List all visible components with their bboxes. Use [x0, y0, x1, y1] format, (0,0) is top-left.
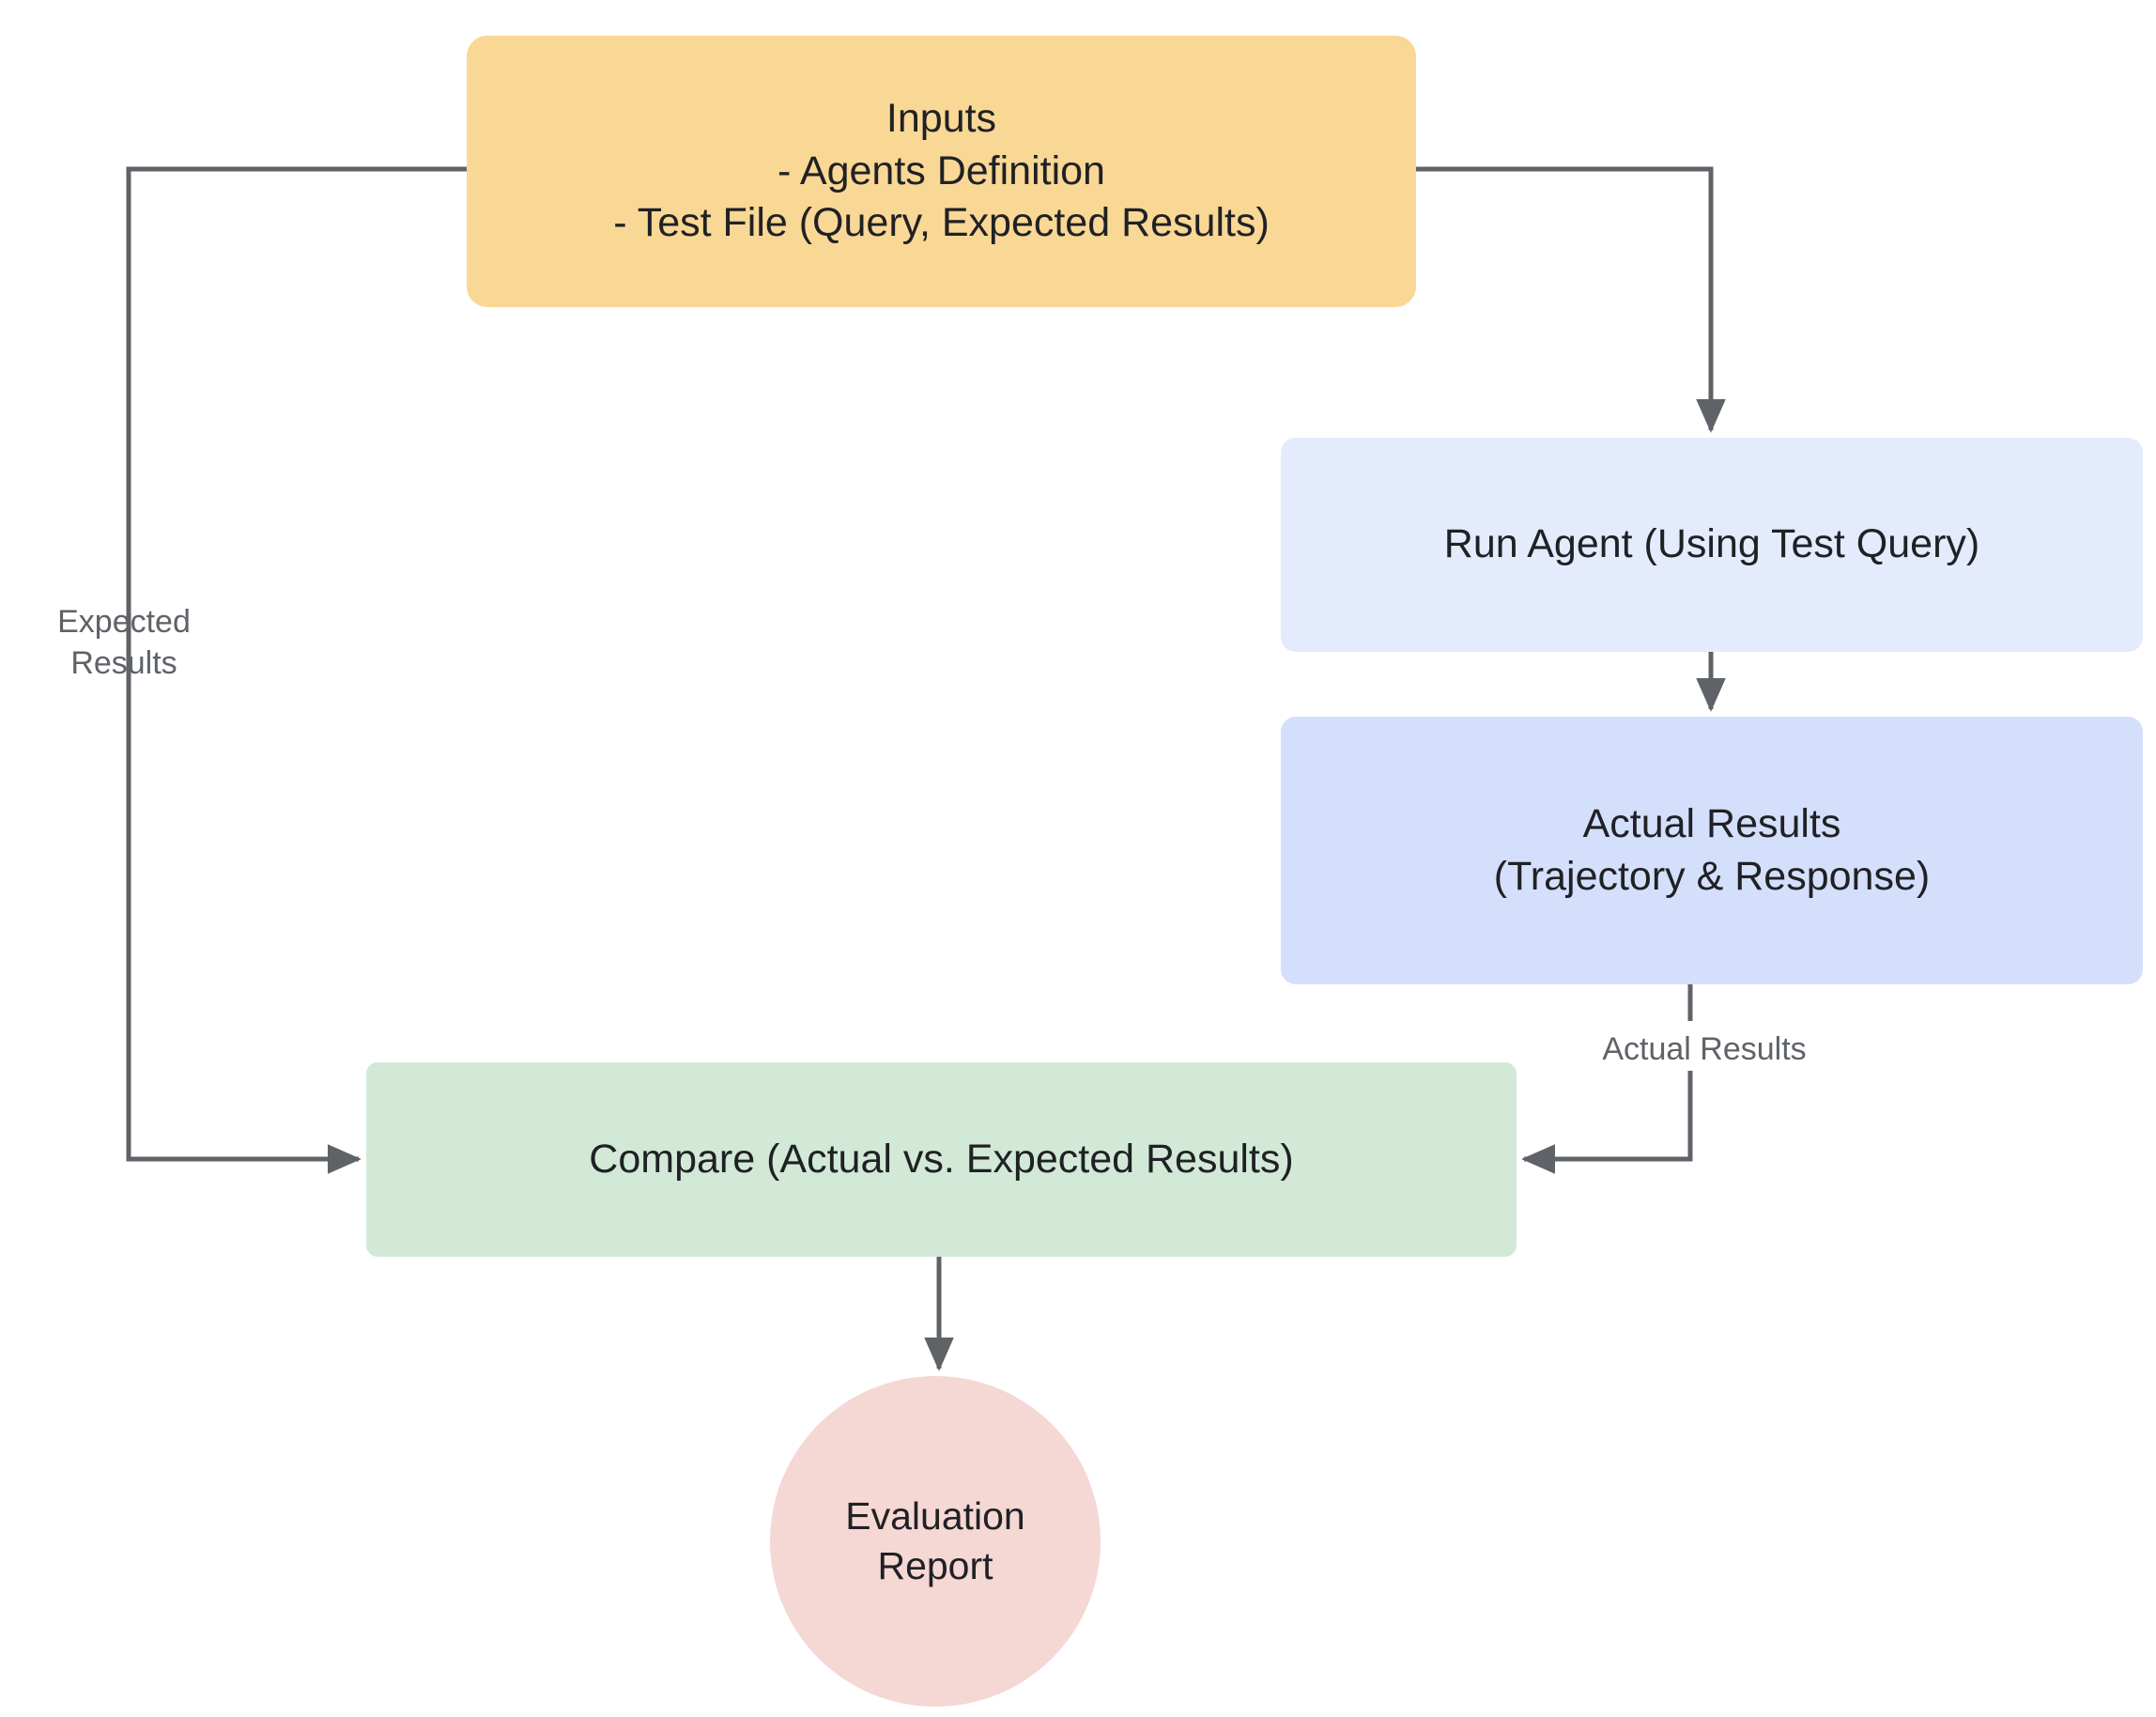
node-actual-results[interactable]: Actual Results (Trajectory & Response) — [1281, 717, 2143, 984]
node-evaluation-report[interactable]: Evaluation Report — [770, 1376, 1101, 1707]
edge-inputs-to-run-agent — [1416, 166, 1726, 433]
node-run-agent[interactable]: Run Agent (Using Test Query) — [1281, 438, 2143, 652]
edge-actual-results-to-compare — [1521, 1071, 1693, 1174]
node-compare[interactable]: Compare (Actual vs. Expected Results) — [366, 1062, 1517, 1257]
edge-label-expected-results: Expected Results — [57, 604, 191, 682]
node-inputs[interactable]: Inputs - Agents Definition - Test File (… — [467, 36, 1416, 307]
edge-label-actual-results: Actual Results — [1602, 1031, 1807, 1067]
